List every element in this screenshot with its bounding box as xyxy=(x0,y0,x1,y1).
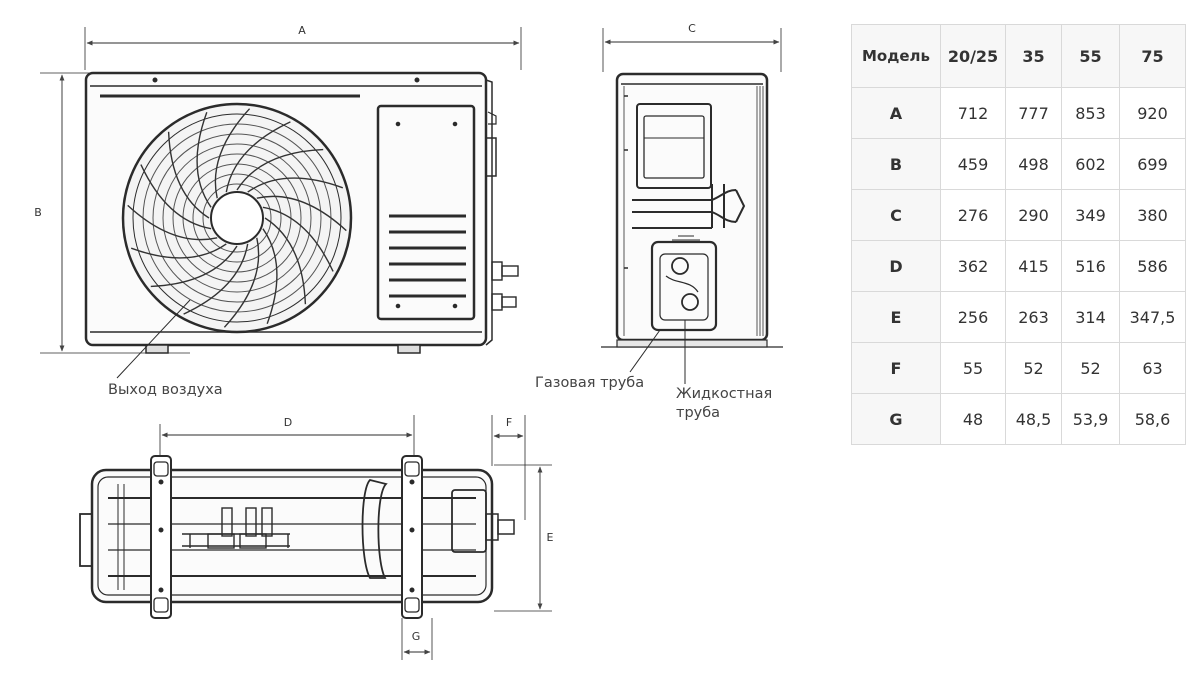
fan-grille xyxy=(121,102,353,334)
table-cell-value: 52 xyxy=(1005,342,1062,394)
fan-grille-spoke xyxy=(256,195,347,232)
table-cell-value: 55 xyxy=(940,342,1006,394)
table-cell-value: 699 xyxy=(1119,138,1186,190)
table-cell-value: 459 xyxy=(940,138,1006,190)
header-model-75: 75 xyxy=(1119,24,1186,88)
table-cell-value: 263 xyxy=(1005,291,1062,343)
fan-grille-spoke xyxy=(127,204,218,241)
table-cell-value: 516 xyxy=(1061,240,1120,292)
gas-pipe-caption: Газовая труба xyxy=(535,375,644,391)
fan-grille-spoke xyxy=(225,121,291,193)
fan-grille-spoke xyxy=(167,131,210,219)
fan-grille-spoke xyxy=(236,148,324,191)
top-view xyxy=(79,415,552,660)
row-dimension-label: C xyxy=(851,189,941,241)
dim-label-a: A xyxy=(298,24,306,37)
mounting-foot-right xyxy=(401,455,423,619)
table-cell-value: 58,6 xyxy=(1119,393,1186,445)
row-dimension-label: B xyxy=(851,138,941,190)
table-cell-value: 53,9 xyxy=(1061,393,1120,445)
row-dimension-label: D xyxy=(851,240,941,292)
gas-valve xyxy=(671,257,689,275)
side-view xyxy=(601,28,783,384)
row-dimension-label: E xyxy=(851,291,941,343)
table-cell-value: 498 xyxy=(1005,138,1062,190)
table-cell-value: 314 xyxy=(1061,291,1120,343)
dim-label-c: C xyxy=(688,22,696,35)
service-valves-front xyxy=(491,261,519,311)
liquid-pipe-caption-line2: труба xyxy=(676,405,720,421)
fan-grille-spoke xyxy=(214,108,251,199)
table-cell-value: 48,5 xyxy=(1005,393,1062,445)
air-outlet-leader xyxy=(116,299,191,379)
table-cell-value: 415 xyxy=(1005,240,1062,292)
fan-grille-spoke xyxy=(223,237,260,328)
table-cell-value: 63 xyxy=(1119,342,1186,394)
table-cell-value: 290 xyxy=(1005,189,1062,241)
fan-grille-spoke xyxy=(262,228,278,325)
table-cell-value: 347,5 xyxy=(1119,291,1186,343)
side-valve-block xyxy=(650,240,718,332)
control-panel-cover xyxy=(376,104,476,321)
table-cell-value: 256 xyxy=(940,291,1006,343)
table-cell-value: 276 xyxy=(940,189,1006,241)
air-outlet-caption: Выход воздуха xyxy=(108,382,223,398)
table-cell-value: 362 xyxy=(940,240,1006,292)
header-model-55: 55 xyxy=(1061,24,1120,88)
fan-grille-spoke xyxy=(140,164,212,230)
mounting-foot-left xyxy=(150,455,172,619)
side-handle xyxy=(636,103,712,189)
table-cell-value: 52 xyxy=(1061,342,1120,394)
unit-drawings: A B C D E F G Выход воздуха Газовая труб… xyxy=(34,22,783,660)
dim-label-b: B xyxy=(34,206,42,219)
liquid-pipe-caption-line1: Жидкостная xyxy=(676,386,772,402)
header-model: Модель xyxy=(851,24,941,88)
fan-grille-spoke xyxy=(264,217,307,305)
table-header-row: Модель 20/25 35 55 75 xyxy=(851,24,1186,88)
dim-label-g: G xyxy=(412,630,421,643)
row-dimension-label: A xyxy=(851,87,941,139)
table-cell-value: 920 xyxy=(1119,87,1186,139)
table-cell-value: 380 xyxy=(1119,189,1186,241)
table-cell-value: 777 xyxy=(1005,87,1062,139)
liquid-valve xyxy=(681,293,699,311)
dim-label-d: D xyxy=(284,416,292,429)
table-cell-value: 48 xyxy=(940,393,1006,445)
table-cell-value: 602 xyxy=(1061,138,1120,190)
dim-label-e: E xyxy=(547,531,554,544)
dim-label-f: F xyxy=(506,416,512,429)
table-cell-value: 853 xyxy=(1061,87,1120,139)
gas-pipe-leader xyxy=(629,329,661,373)
fan-grille-spoke xyxy=(130,243,227,259)
table-cell-value: 349 xyxy=(1061,189,1120,241)
row-dimension-label: G xyxy=(851,393,941,445)
fan-grille-spoke xyxy=(150,245,238,288)
fan-grille-spoke xyxy=(247,177,344,193)
header-model-35: 35 xyxy=(1005,24,1062,88)
front-view xyxy=(40,27,522,379)
table-cell-value: 712 xyxy=(940,87,1006,139)
row-dimension-label: F xyxy=(851,342,941,394)
fan-grille-spoke xyxy=(196,111,212,208)
louvre-slots xyxy=(389,214,466,298)
table-cell-value: 586 xyxy=(1119,240,1186,292)
fan-grille-spoke xyxy=(183,243,249,315)
fan-grille-spoke xyxy=(262,206,334,272)
header-model-20-25: 20/25 xyxy=(940,24,1006,88)
